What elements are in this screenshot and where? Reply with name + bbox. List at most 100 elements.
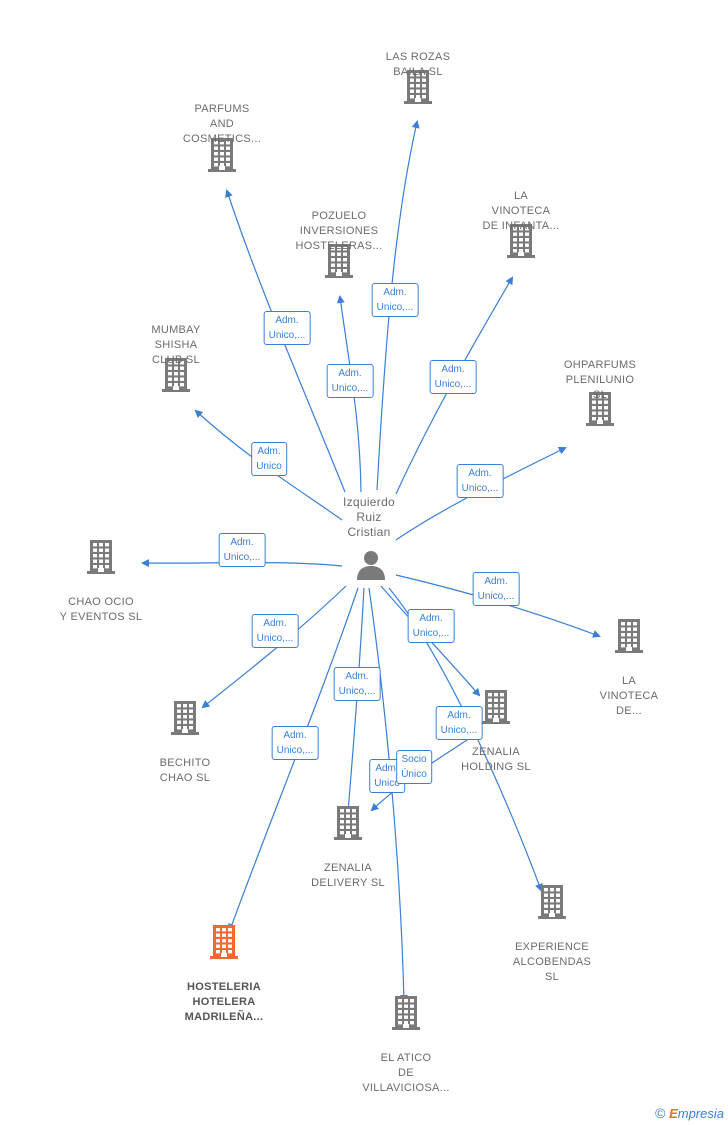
edge-line-e1 [376, 120, 420, 491]
relation-label-line: Adm. [345, 671, 369, 682]
relation-label-line: Unico [374, 778, 400, 789]
building-icon[interactable] [479, 688, 513, 724]
company-label-line: Y EVENTOS SL [59, 611, 143, 623]
relation-label-line: Adm. [383, 287, 407, 298]
center-label-line: Cristian [347, 525, 391, 539]
company-label-n7[interactable]: CHAO OCIO Y EVENTOS SL [60, 595, 143, 625]
building-icon[interactable] [583, 390, 617, 426]
relation-label-line: Unico,... [376, 302, 414, 313]
company-label-line: HOSTELERAS... [295, 240, 383, 252]
edge-line-e14 [368, 587, 408, 1003]
company-label-line: EL ATICO [380, 1052, 432, 1064]
relation-label-line: Adm. [338, 368, 362, 379]
relation-label-line: Unico [256, 461, 282, 472]
relation-label-e13[interactable]: Adm. Unico,... [271, 726, 319, 760]
copyright-icon: © [655, 1105, 666, 1121]
relation-label-line: Unico,... [477, 591, 515, 602]
relation-label-line: Adm. [468, 468, 492, 479]
relation-label-e9[interactable]: Adm.Unico,... [251, 614, 299, 648]
relation-label-e3[interactable]: Adm.Unico,... [326, 364, 374, 398]
building-icon[interactable] [168, 699, 202, 735]
company-label-line: PLENILUNIO [565, 374, 635, 386]
relation-label-line: Adm. [375, 763, 399, 774]
company-label-line: LA [513, 190, 529, 202]
relation-label-line: Unico,... [412, 628, 450, 639]
company-label-line: BECHITO [159, 757, 211, 769]
relation-label-e11[interactable]: Adm.Unico,... [333, 667, 381, 701]
company-label-line: AND [209, 118, 235, 130]
company-label-line: SL [544, 971, 560, 983]
company-label-n14[interactable]: EL ATICO DE VILLAVICIOSA... [362, 1051, 449, 1096]
brand-initial: E [669, 1106, 678, 1121]
company-label-line: MADRILEÑA... [184, 1011, 264, 1023]
company-label-line: EXPERIENCE [515, 941, 589, 953]
company-label-line: VINOTECA [599, 690, 659, 702]
company-label-line: SL [592, 389, 608, 401]
company-label-line: COSMETICS... [182, 133, 262, 145]
relation-label-e8[interactable]: Adm. Unico,... [472, 572, 520, 606]
company-label-line: DE INFANTA... [482, 220, 560, 232]
relation-label-line: Unico,... [434, 379, 472, 390]
building-icon[interactable] [389, 994, 423, 1030]
relation-label-line: Unico,... [440, 725, 478, 736]
company-label-n10[interactable]: ZENALIA HOLDING SL [461, 745, 531, 775]
relation-label-e4[interactable]: Adm.Unico,... [429, 360, 477, 394]
center-person-label[interactable]: Izquierdo Ruiz Cristian [343, 495, 395, 540]
relation-label-e6[interactable]: Adm. Unico,... [456, 464, 504, 498]
company-label-line: ZENALIA [472, 746, 520, 758]
company-label-line: CHAO OCIO [68, 596, 134, 608]
relation-label-line: Unico,... [276, 745, 314, 756]
building-icon[interactable] [207, 923, 241, 959]
relation-label-line: Adm. [230, 537, 254, 548]
building-icon[interactable] [612, 617, 646, 653]
company-label-line: HOSTELERIA [187, 981, 261, 993]
company-label-line: MUMBAY [151, 324, 201, 336]
relation-label-e5[interactable]: Adm.Unico [251, 442, 287, 476]
building-icon[interactable] [205, 136, 239, 172]
edge-line-e9 [201, 585, 347, 709]
brand-rest: mpresia [677, 1106, 724, 1121]
relation-label-line: Adm. [484, 576, 508, 587]
company-label-line: BAILA SL [393, 66, 443, 78]
relation-label-line: Unico,... [461, 483, 499, 494]
building-icon[interactable] [504, 222, 538, 258]
company-label-line: HOLDING SL [461, 761, 531, 773]
relation-label-line: Adm. [283, 730, 307, 741]
building-icon[interactable] [84, 538, 118, 574]
relation-label-line: Adm. [275, 315, 299, 326]
person-icon[interactable] [355, 548, 387, 580]
relation-label-line: Socio [401, 754, 427, 765]
relation-label-line: Unico,... [268, 330, 306, 341]
building-icon[interactable] [535, 883, 569, 919]
building-icon[interactable] [401, 68, 435, 104]
company-label-line: VINOTECA [491, 205, 551, 217]
company-label-line: DE [398, 1067, 414, 1079]
relation-label-e2[interactable]: Adm. Unico,... [263, 311, 311, 345]
relation-label-e1[interactable]: Adm. Unico,... [371, 283, 419, 317]
relation-label-e12[interactable]: Adm.Unico,... [435, 706, 483, 740]
center-label-line: Ruiz [356, 510, 382, 524]
relation-label-line: Único [401, 769, 427, 780]
company-label-n4[interactable]: LA VINOTECA DE INFANTA... [482, 189, 559, 234]
company-label-line: SHISHA [154, 339, 198, 351]
building-icon[interactable] [159, 356, 193, 392]
building-icon[interactable] [331, 804, 365, 840]
company-label-line: POZUELO [311, 210, 367, 222]
relation-label-line: Unico,... [223, 552, 261, 563]
company-label-line: VILLAVICIOSA... [362, 1082, 450, 1094]
building-icon[interactable] [322, 242, 356, 278]
relation-label-e10[interactable]: Adm.Unico,... [407, 609, 455, 643]
relation-label-e7[interactable]: Adm. Unico,... [218, 533, 266, 567]
footer-brand[interactable]: © Empresia [655, 1105, 724, 1121]
